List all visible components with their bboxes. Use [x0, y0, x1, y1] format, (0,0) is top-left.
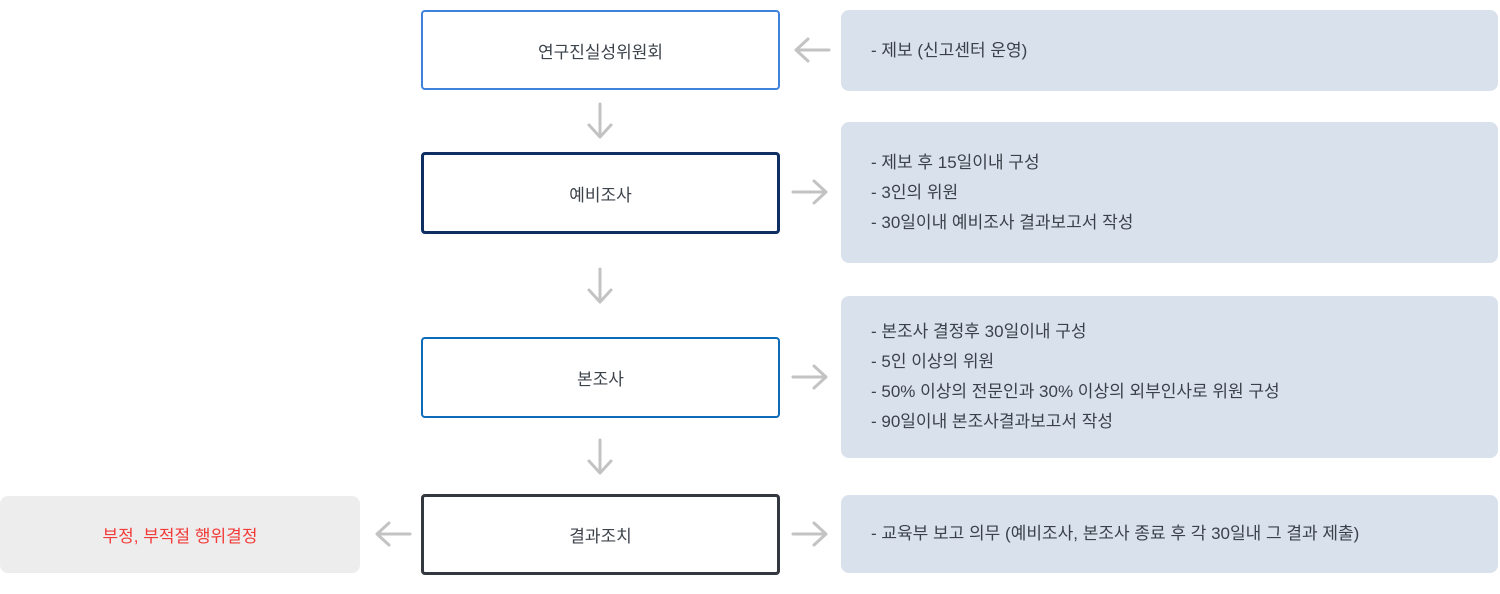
flow-box-committee: 연구진실성위원회 [421, 10, 780, 90]
flow-box-main-investigation: 본조사 [421, 337, 780, 418]
flow-box-committee-label: 연구진실성위원회 [537, 42, 664, 62]
arrow-left-icon [372, 520, 412, 548]
arrow-down-icon [586, 438, 614, 478]
arrow-down-icon [586, 102, 614, 142]
flow-box-preliminary: 예비조사 [421, 152, 780, 234]
note-line: - 50% 이상의 전문인과 30% 이상의 외부인사로 위원 구성 [871, 382, 1280, 401]
arrow-down-icon [586, 267, 614, 307]
note-panel-main-investigation: - 본조사 결정후 30일이내 구성 - 5인 이상의 위원 - 50% 이상의… [841, 296, 1498, 458]
note-line: - 교육부 보고 의무 (예비조사, 본조사 종료 후 각 30일내 그 결과 … [871, 524, 1360, 543]
flow-box-result-action-label: 결과조치 [569, 527, 632, 546]
note-line: - 제보 (신고센터 운영) [871, 40, 1028, 60]
note-panel-result-action: - 교육부 보고 의무 (예비조사, 본조사 종료 후 각 30일내 그 결과 … [841, 495, 1498, 573]
note-panel-preliminary: - 제보 후 15일이내 구성 - 3인의 위원 - 30일이내 예비조사 결과… [841, 122, 1498, 263]
note-line: - 5인 이상의 위원 [871, 352, 995, 371]
note-panel-committee: - 제보 (신고센터 운영) [841, 10, 1498, 91]
flow-box-main-investigation-label: 본조사 [577, 370, 624, 389]
result-panel-misconduct: 부정, 부적절 행위결정 [0, 496, 360, 573]
note-line: - 90일이내 본조사결과보고서 작성 [871, 412, 1114, 431]
flow-box-preliminary-label: 예비조사 [569, 185, 632, 205]
note-line: - 본조사 결정후 30일이내 구성 [871, 322, 1087, 341]
arrow-left-icon [791, 36, 831, 64]
note-line: - 제보 후 15일이내 구성 [871, 152, 1040, 172]
arrow-right-icon [791, 363, 831, 391]
arrow-right-icon [791, 178, 831, 206]
arrow-right-icon [791, 520, 831, 548]
flow-box-result-action: 결과조치 [421, 494, 780, 575]
result-panel-label: 부정, 부적절 행위결정 [102, 527, 258, 546]
note-line: - 30일이내 예비조사 결과보고서 작성 [871, 212, 1134, 232]
note-line: - 3인의 위원 [871, 182, 959, 202]
